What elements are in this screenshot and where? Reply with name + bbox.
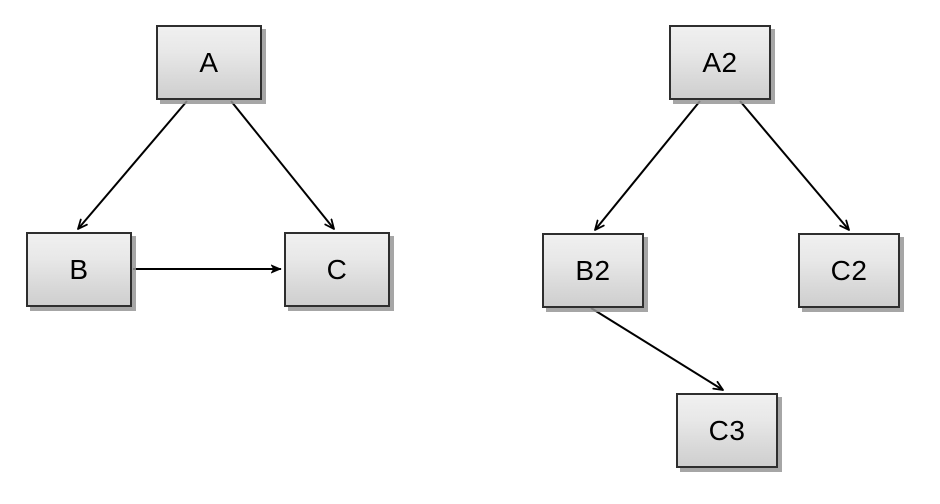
node-label-b: B	[69, 253, 89, 285]
node-label-b2: B2	[575, 254, 611, 286]
node-a[interactable]: A	[156, 25, 262, 100]
edge-a-to-c[interactable]	[230, 100, 335, 230]
node-c2[interactable]: C2	[798, 233, 900, 308]
edge-a2-to-c2[interactable]	[739, 100, 850, 231]
node-a2[interactable]: A2	[669, 25, 771, 100]
edge-a-to-b[interactable]	[77, 100, 188, 230]
node-b2[interactable]: B2	[542, 233, 644, 308]
node-c[interactable]: C	[284, 232, 390, 307]
node-label-a2: A2	[702, 46, 738, 78]
edge-b2-to-c3[interactable]	[590, 307, 724, 391]
node-c3[interactable]: C3	[676, 393, 778, 468]
node-label-c: C	[326, 253, 348, 285]
node-label-c3: C3	[708, 414, 746, 446]
node-label-a: A	[199, 46, 219, 78]
node-label-c2: C2	[830, 254, 868, 286]
edge-a2-to-b2[interactable]	[594, 100, 701, 231]
node-b[interactable]: B	[26, 232, 132, 307]
